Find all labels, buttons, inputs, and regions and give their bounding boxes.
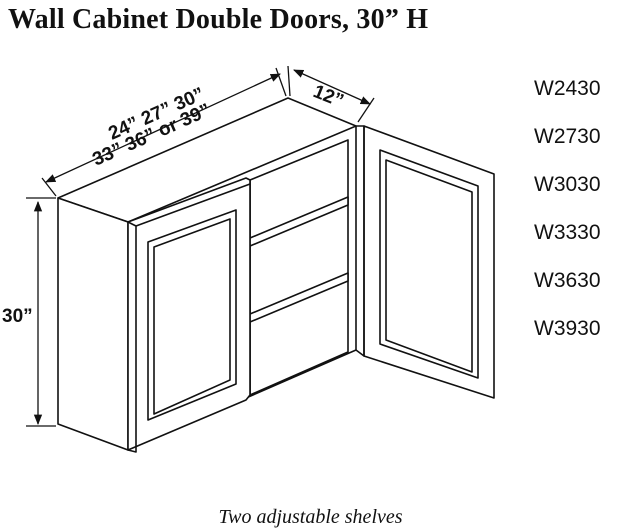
left-door-edge [127, 221, 137, 453]
model-number: W3330 [534, 221, 601, 244]
right-door [363, 125, 495, 399]
caption: Two adjustable shelves [218, 506, 403, 528]
model-number: W2730 [534, 125, 601, 148]
cabinet-interior [249, 139, 349, 396]
height-label: 30” [2, 306, 33, 327]
model-number: W3930 [534, 317, 601, 340]
cabinet-left-side [57, 197, 129, 451]
right-door-panel [379, 149, 479, 379]
left-door [127, 177, 251, 451]
model-number: W3030 [534, 173, 601, 196]
left-door-panel [147, 209, 237, 421]
model-number: W3630 [534, 269, 601, 292]
right-door-edge [355, 125, 365, 357]
model-number-list: W2430 W2730 W3030 W3330 W3630 W3930 [534, 78, 601, 366]
model-number: W2430 [534, 77, 601, 100]
page-title: Wall Cabinet Double Doors, 30” H [8, 4, 429, 35]
depth-label: 12” [310, 81, 346, 112]
